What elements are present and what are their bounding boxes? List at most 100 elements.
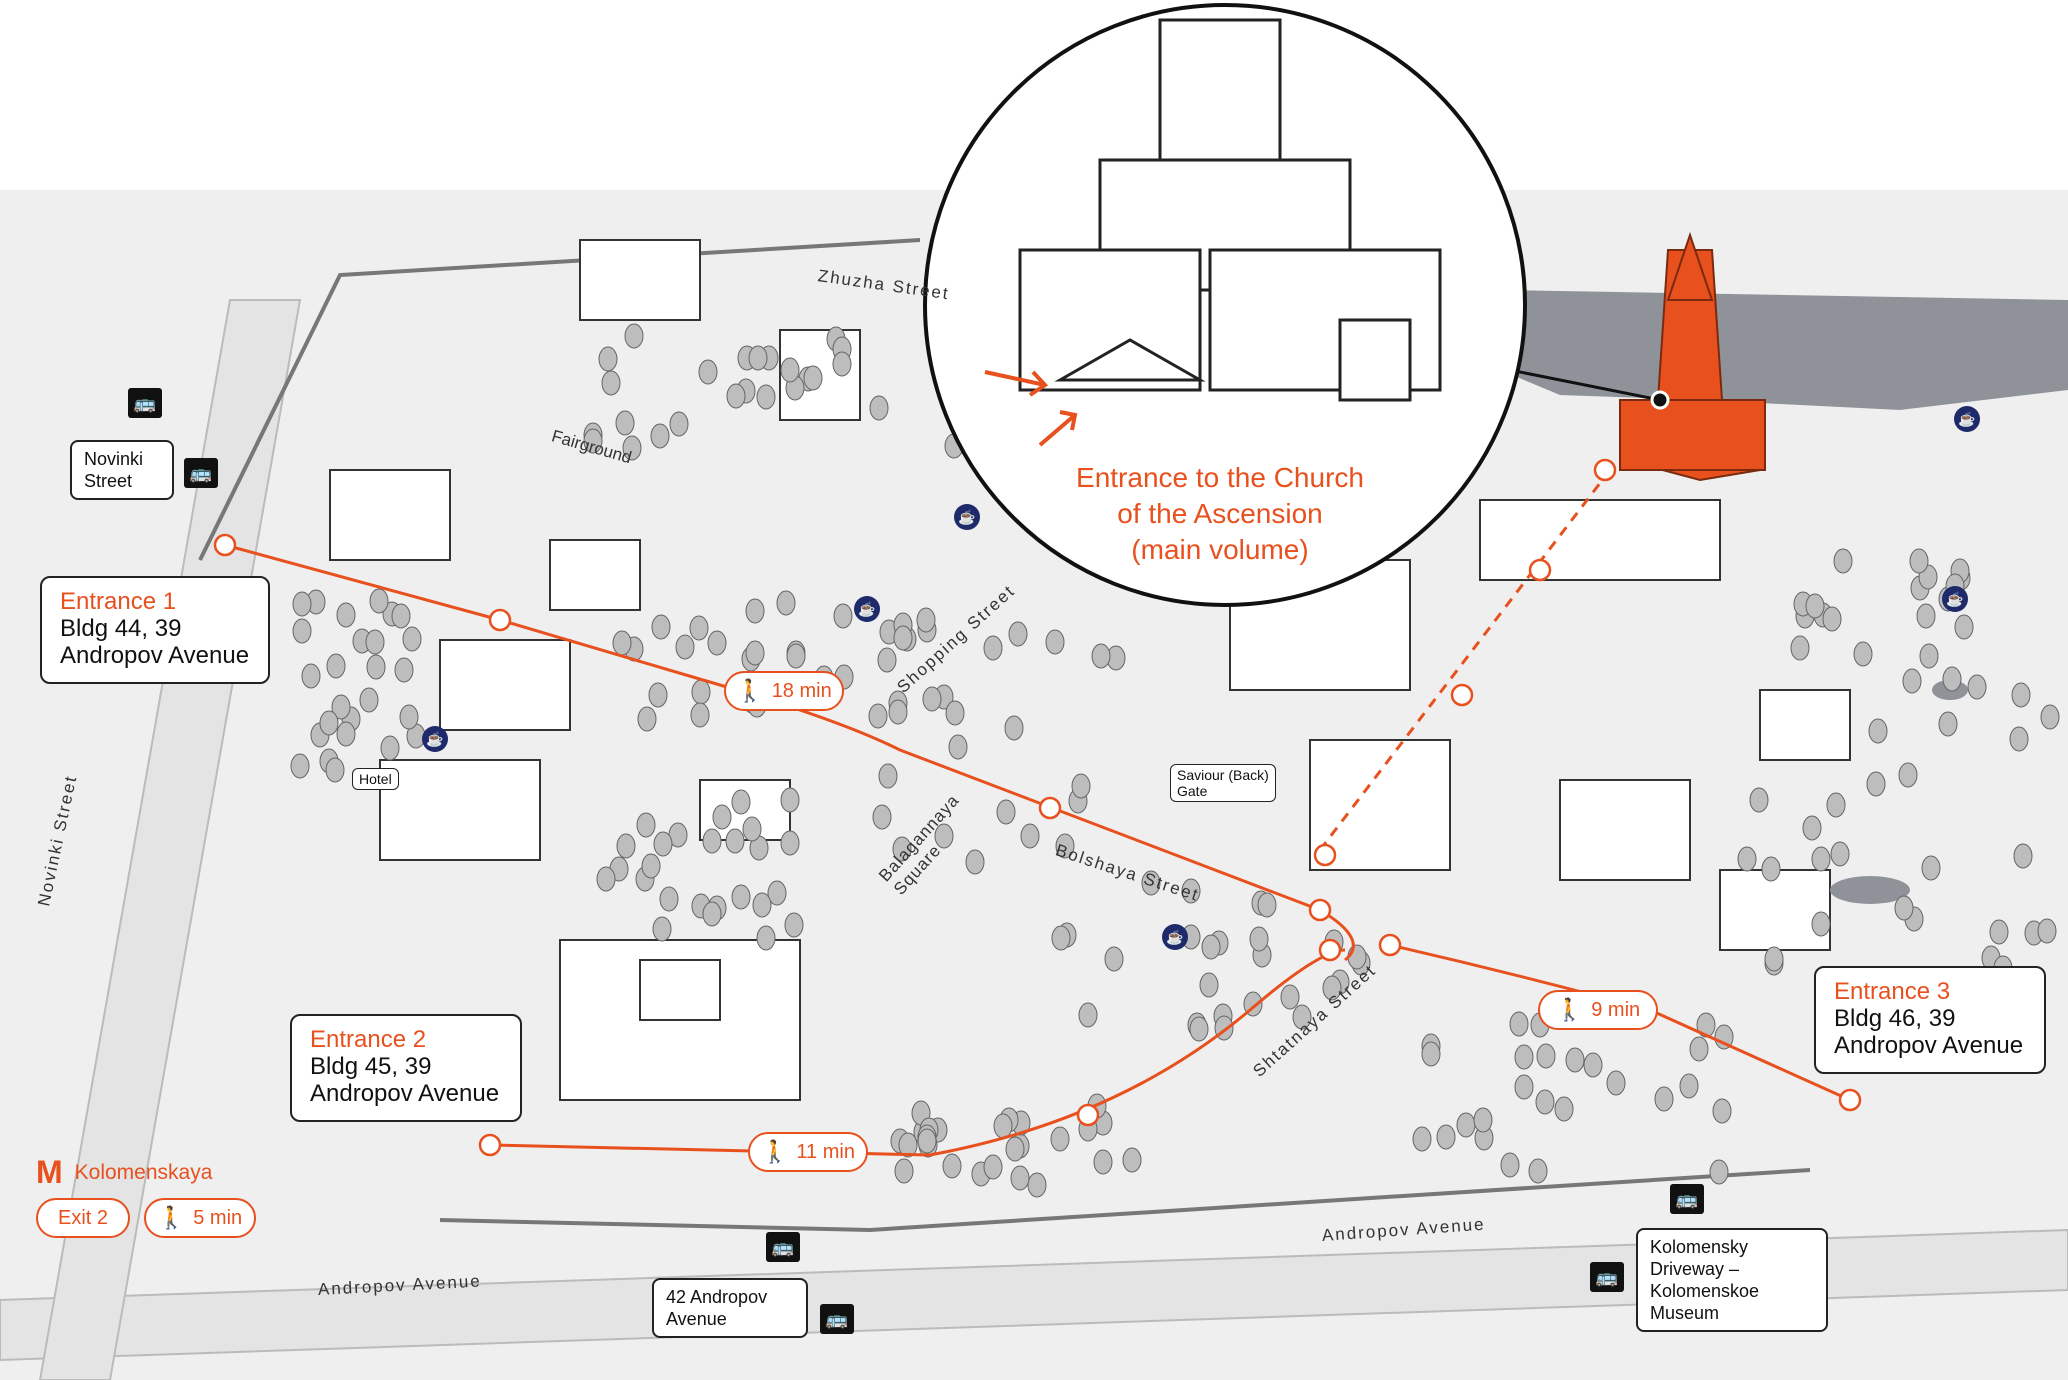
tree (648, 682, 668, 708)
metro-walk-pill: 🚶 5 min (144, 1198, 256, 1238)
bus-stop-icon[interactable]: 🚌 (184, 458, 218, 488)
cafe-icon[interactable]: ☕ (422, 726, 448, 752)
tree (1322, 975, 1342, 1001)
tree (1141, 870, 1161, 896)
tree (892, 836, 912, 862)
tree (756, 384, 776, 410)
tree (1055, 833, 1075, 859)
kolomensky-stop-callout[interactable]: Kolomensky Driveway – Kolomenskoe Museum (1636, 1228, 1828, 1332)
saviour-gate-line-1: Saviour (Back) (1177, 767, 1269, 783)
tree (1989, 919, 2009, 945)
tree (1181, 878, 1201, 904)
tree (1528, 1158, 1548, 1184)
tree (1051, 925, 1071, 951)
route-arrow-icon (488, 608, 512, 632)
andropov-42-line-2: Avenue (666, 1309, 727, 1329)
cafe-icon[interactable]: ☕ (854, 596, 880, 622)
tree (745, 640, 765, 666)
tree (1954, 614, 1974, 640)
tree (1201, 934, 1221, 960)
tree (1866, 771, 1886, 797)
entrance-1-line-2: Andropov Avenue (60, 642, 250, 669)
tree (365, 629, 385, 655)
entrance-3-callout[interactable]: Entrance 3 Bldg 46, 39 Andropov Avenue (1814, 966, 2046, 1074)
tree (1833, 548, 1853, 574)
church-label-line-1: Entrance to the Church (1076, 462, 1364, 493)
bus-stop-icon[interactable]: 🚌 (128, 388, 162, 418)
cafe-icon[interactable]: ☕ (1162, 924, 1188, 950)
tree (945, 700, 965, 726)
metro-station-name: Kolomenskaya (74, 1160, 213, 1184)
tree (752, 892, 772, 918)
tree (359, 687, 379, 713)
tree (325, 757, 345, 783)
tree (402, 626, 422, 652)
tree (1093, 1149, 1113, 1175)
park-boundary (198, 238, 1811, 1233)
tree (1078, 1002, 1098, 1028)
tree (702, 828, 722, 854)
tree (319, 710, 339, 736)
trees (290, 323, 2060, 1198)
entrance-2-line-1: Bldg 45, 39 (310, 1053, 432, 1080)
tree (1764, 946, 1784, 972)
bus-stop-icon[interactable]: 🚌 (766, 1232, 800, 1262)
bus-stop-icon[interactable]: 🚌 (1590, 1262, 1624, 1292)
tree (878, 763, 898, 789)
entrance-1-callout[interactable]: Entrance 1 Bldg 44, 39 Andropov Avenue (40, 576, 270, 684)
tree (1606, 1070, 1626, 1096)
tree (1853, 641, 1873, 667)
entrance-1-title: Entrance 1 (60, 588, 177, 615)
tree (776, 590, 796, 616)
route-arrow-icon (1450, 683, 1474, 707)
tree (366, 654, 386, 680)
tree (292, 618, 312, 644)
church-label-line-3: (main volume) (1131, 534, 1309, 565)
route-3-time: 9 min (1591, 998, 1641, 1021)
tree (712, 804, 732, 830)
novinki-stop-callout[interactable]: Novinki Street (70, 440, 174, 500)
tree (780, 830, 800, 856)
tree (1805, 593, 1825, 619)
tree (745, 598, 765, 624)
route-arrow-icon (1038, 796, 1062, 820)
tree (369, 588, 389, 614)
tree (1071, 773, 1091, 799)
cafe-icon[interactable]: ☕ (1954, 406, 1980, 432)
tree (922, 686, 942, 712)
tree (1902, 668, 1922, 694)
bus-stop-icon[interactable]: 🚌 (820, 1304, 854, 1334)
cafe-icon[interactable]: ☕ (954, 504, 980, 530)
pedestrian-icon: 🚶 (157, 1205, 186, 1230)
tree (965, 849, 985, 875)
route-arrows (213, 458, 1862, 1157)
tree (983, 1154, 1003, 1180)
tree (1122, 1147, 1142, 1173)
entrance-2-title: Entrance 2 (310, 1026, 427, 1053)
kolomensky-line-2: Kolomenskoe Museum (1650, 1281, 1760, 1323)
route-arrow-icon (478, 1133, 502, 1157)
tree (1535, 1089, 1555, 1115)
cafe-icon[interactable]: ☕ (1942, 586, 1968, 612)
tree (1689, 1036, 1709, 1062)
tree (996, 799, 1016, 825)
tree (1938, 711, 1958, 737)
metro-icon: M (36, 1154, 63, 1190)
church-of-the-ascension (1619, 231, 1766, 482)
andropov-42-stop-callout[interactable]: 42 Andropov Avenue (652, 1278, 808, 1338)
route-arrow-icon (1378, 933, 1402, 957)
tree (331, 694, 351, 720)
tree (888, 699, 908, 725)
tree (1280, 984, 1300, 1010)
tree (1737, 846, 1757, 872)
entrance-2-callout[interactable]: Entrance 2 Bldg 45, 39 Andropov Avenue (290, 1014, 522, 1122)
tree (1749, 787, 1769, 813)
route-arrow-icon (213, 533, 237, 557)
kolomensky-line-1: Kolomensky Driveway – (1650, 1237, 1749, 1279)
entrance-2-line-2: Andropov Avenue (310, 1080, 500, 1107)
tree (637, 706, 657, 732)
tree (1583, 1052, 1603, 1078)
bus-stop-icon[interactable]: 🚌 (1670, 1184, 1704, 1214)
hotel-label: Hotel (352, 768, 399, 790)
tree (731, 789, 751, 815)
